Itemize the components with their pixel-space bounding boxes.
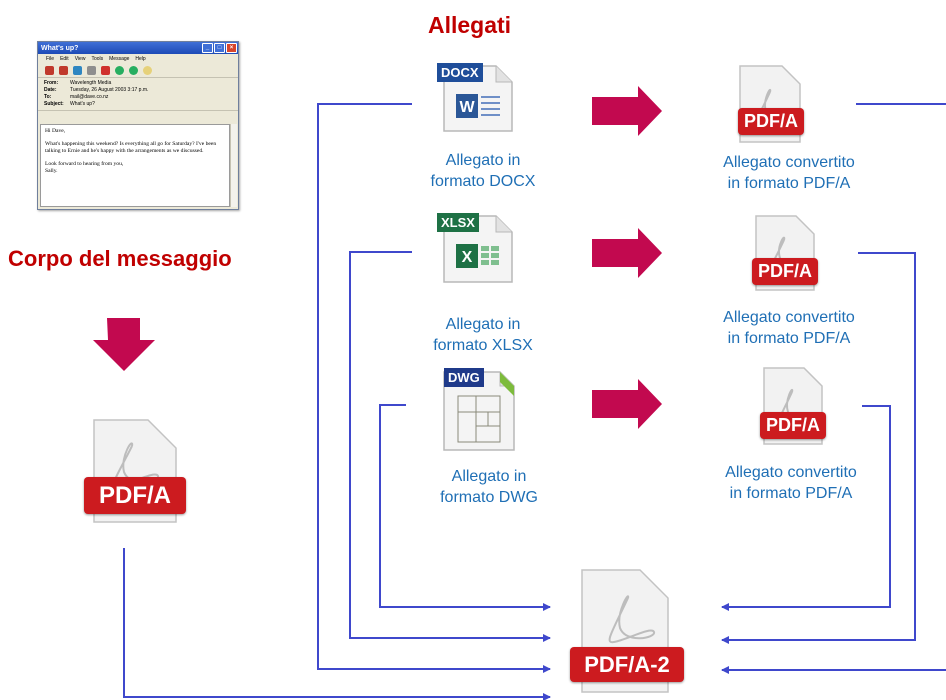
next-icon[interactable] [129,65,138,75]
menu-tools[interactable]: Tools [91,55,104,62]
pdfa-badge-xlsx: PDF/A [752,258,818,285]
minimize-icon[interactable]: _ [202,43,213,53]
down-arrow-body [93,318,155,371]
maximize-icon[interactable]: □ [214,43,225,53]
to-label: To: [44,94,52,100]
dwg-caption: Allegato in formato DWG [414,466,564,508]
from-label: From: [44,80,59,86]
docx-to-final-line [317,103,551,673]
pdfa-badge-dwg: PDF/A [760,412,826,439]
close-icon[interactable]: × [226,43,237,53]
email-window: What's up? _ □ × File Edit View Tools Me… [37,41,239,210]
xlsx-caption: Allegato in formato XLSX [408,314,558,356]
header-subject: Subject: What's up? [44,101,232,108]
menu-file[interactable]: File [46,55,55,62]
email-greeting: Hi Dave, [45,128,66,134]
pdfa-badge-docx: PDF/A [738,108,804,135]
email-paragraph: What's happening this weekend? Is everyt… [45,141,217,154]
email-closing: Look forward to hearing from you, [45,161,124,167]
converted-docx-caption: Allegato convertito in formato PDF/A [704,152,874,194]
svg-text:X: X [462,249,473,266]
converted-xlsx-caption: Allegato convertito in formato PDF/A [704,307,874,349]
xlsx-tag: XLSX [437,213,479,232]
svg-text:W: W [459,99,475,116]
xlsx-to-final-line [349,251,551,642]
subject-value: What's up? [70,101,95,107]
converted-docx-line2: in formato PDF/A [727,175,851,192]
docx-caption-line2: formato DOCX [430,173,536,190]
email-signoff: Sally. [45,168,58,174]
xlsx-file-icon: X [443,215,513,283]
header-to: To: mail@dave.co.nz [44,94,232,101]
reply-all-icon[interactable] [59,65,68,75]
subject-label: Subject: [44,101,64,107]
dwg-tag: DWG [444,368,484,387]
converted-dwg-line1: Allegato convertito [725,464,857,481]
menu-view[interactable]: View [74,55,86,62]
delete-icon[interactable] [101,65,110,75]
xlsx-caption-line2: formato XLSX [433,337,533,354]
docx-file-icon: W [443,65,513,132]
addresses-icon[interactable] [143,65,152,75]
converted-xlsx-to-final-line [721,252,916,644]
acrobat-icon-final [608,595,655,644]
email-header: From: Wavelength Media Date: Tuesday, 26 A… [38,78,238,111]
converted-dwg-line2: in formato PDF/A [729,485,853,502]
converted-xlsx-line1: Allegato convertito [723,309,855,326]
from-value: Wavelength Media [70,80,112,86]
menu-message[interactable]: Message [109,55,130,62]
dwg-caption-line2: formato DWG [440,489,538,506]
email-toolbar [38,63,238,78]
email-titlebar: What's up? _ □ × [38,42,238,54]
date-value: Tuesday, 26 August 2003 3:17 p.m. [70,87,149,93]
pdfa2-badge-final: PDF/A-2 [570,647,684,682]
docx-caption: Allegato in formato DOCX [408,150,558,192]
xlsx-caption-line1: Allegato in [445,316,521,333]
menu-help[interactable]: Help [135,55,146,62]
conversion-arrow-xlsx [592,228,662,278]
email-menubar: File Edit View Tools Message Help [38,54,238,63]
attachments-title: Allegati [428,12,512,38]
converted-docx-line1: Allegato convertito [723,154,855,171]
header-date: Date: Tuesday, 26 August 2003 3:17 p.m. [44,87,232,94]
email-window-title: What's up? [41,44,79,52]
converted-dwg-to-final-line [721,405,891,611]
conversion-arrow-dwg [592,379,662,429]
dwg-file-icon [443,371,515,451]
email-scrollbar[interactable] [230,124,237,207]
converted-dwg-caption: Allegato convertito in formato PDF/A [706,462,876,504]
dwg-caption-line1: Allegato in [451,468,527,485]
date-label: Date: [44,87,57,93]
previous-icon[interactable] [115,65,124,75]
header-from: From: Wavelength Media [44,80,232,87]
dwg-to-final-line [379,404,551,611]
reply-icon[interactable] [45,65,54,75]
to-value: mail@dave.co.nz [70,94,109,100]
body-to-final-line [123,548,551,700]
docx-caption-line1: Allegato in [445,152,521,169]
docx-tag: DOCX [437,63,483,82]
converted-xlsx-line2: in formato PDF/A [727,330,851,347]
pdfa-badge-body: PDF/A [84,477,186,514]
body-label: Corpo del messaggio [8,246,232,271]
menu-edit[interactable]: Edit [60,55,69,62]
email-body: Hi Dave, What's happening this weekend? … [40,124,230,207]
conversion-arrow-docx [592,86,662,136]
forward-icon[interactable] [73,65,82,75]
print-icon[interactable] [87,65,96,75]
